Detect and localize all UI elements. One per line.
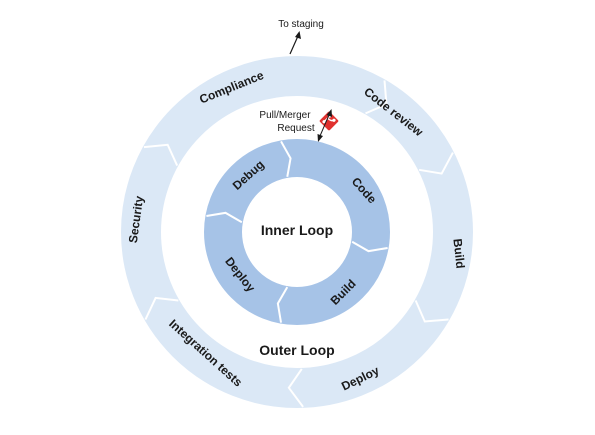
inner-seam-0 [280, 140, 292, 178]
inner-ring-seams [206, 140, 388, 323]
inner-loop-title: Inner Loop [261, 222, 333, 238]
outer-seam-5 [143, 143, 179, 166]
outer-ring-seams [143, 80, 454, 408]
up-arrow-icon [289, 35, 299, 55]
up-arrow-head [295, 31, 301, 39]
inner-loop-ring [204, 139, 390, 325]
inner-seam-3 [206, 211, 243, 224]
outer-segment-security: Security [126, 195, 146, 244]
inner-seam-1 [351, 240, 388, 253]
outer-segment-build: Build [450, 238, 467, 269]
double-arrow-icon [317, 109, 332, 142]
inner-seam-2 [276, 286, 289, 323]
pull-request-label-line2: Request [277, 123, 314, 134]
to-staging-label: To staging [278, 19, 324, 30]
pull-request-label-line1: Pull/Merger [259, 110, 311, 121]
outer-seam-3 [287, 368, 304, 408]
outer-seam-1 [418, 152, 454, 175]
outer-loop-ring [121, 56, 473, 408]
outer-seam-4 [144, 296, 179, 320]
outer-seam-2 [414, 300, 449, 323]
outer-loop-title: Outer Loop [259, 342, 334, 358]
outer-seam-0 [365, 80, 388, 115]
